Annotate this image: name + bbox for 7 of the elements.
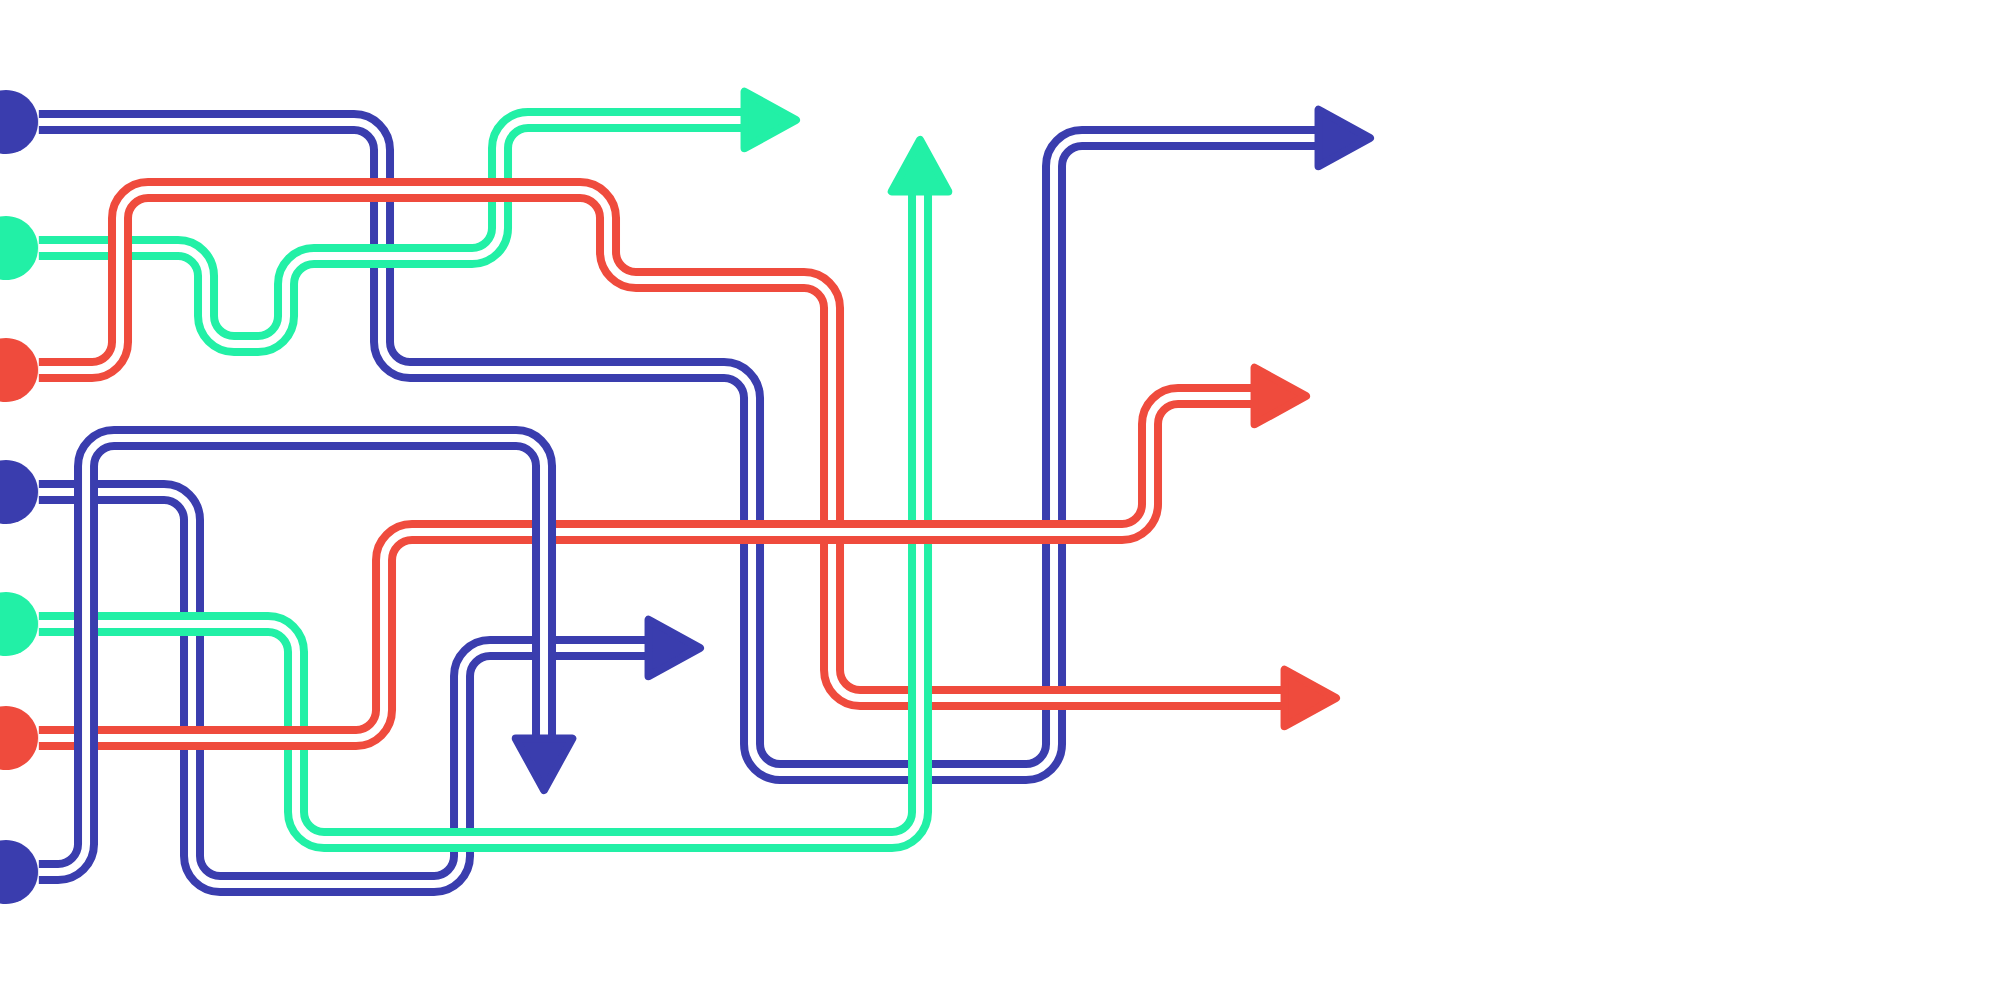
arrow: [38, 480, 704, 896]
arrow: [38, 136, 953, 852]
arrow: [38, 178, 1340, 731]
arrow: [38, 363, 1310, 750]
arrow: [38, 87, 800, 356]
arrow: [38, 426, 577, 884]
arrow: [38, 105, 1374, 784]
